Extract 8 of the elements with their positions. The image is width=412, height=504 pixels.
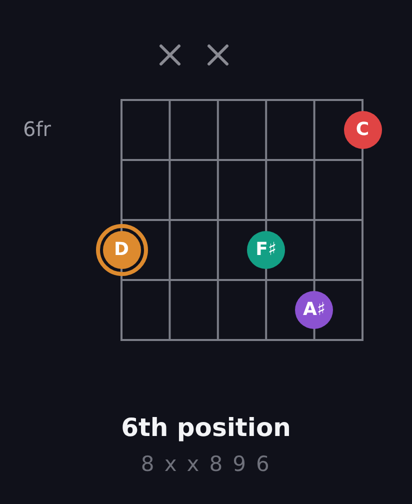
note-marker: A♯ xyxy=(295,291,334,329)
note-marker: C xyxy=(344,111,382,149)
fret-sequence: 8 x x 8 9 6 xyxy=(140,451,272,477)
note-marker: F♯ xyxy=(247,231,286,269)
fret-number: 6fr xyxy=(23,116,51,142)
root-note-ring xyxy=(96,224,148,276)
chord-title: 6th position xyxy=(121,412,291,444)
note-marker: D xyxy=(102,231,140,269)
